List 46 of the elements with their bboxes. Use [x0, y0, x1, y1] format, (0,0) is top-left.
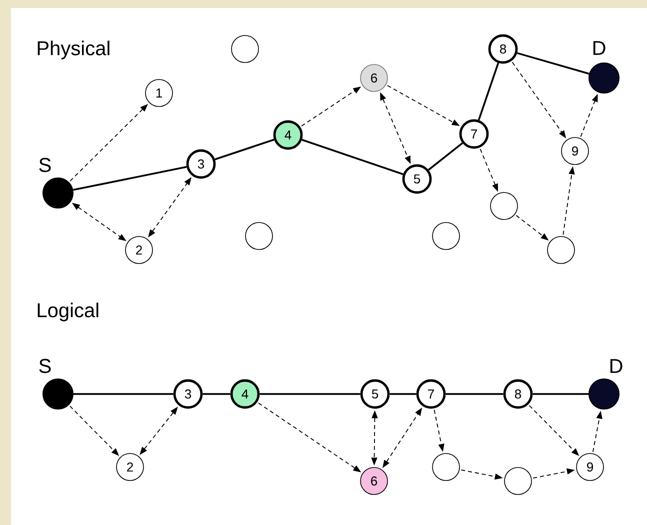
- link-line: [428, 142, 464, 171]
- link-line: [390, 393, 416, 395]
- node-label: S: [39, 358, 51, 374]
- network-node: 8: [488, 34, 518, 64]
- network-node: 6: [360, 467, 388, 495]
- network-node: [432, 222, 460, 250]
- link-line: [302, 138, 404, 176]
- network-node: 2: [116, 453, 144, 481]
- link-line: [260, 393, 360, 395]
- link-line: [478, 62, 500, 120]
- network-node: 9: [576, 453, 604, 481]
- link-line: [532, 393, 588, 395]
- network-node: 8: [503, 379, 533, 409]
- node-label: D: [593, 41, 606, 55]
- destination-node: [588, 62, 620, 94]
- network-node: 3: [173, 379, 203, 409]
- link-line: [73, 166, 187, 191]
- network-node: [245, 222, 273, 250]
- link-line: [74, 393, 174, 395]
- network-node: 5: [402, 164, 432, 194]
- network-node: 3: [186, 149, 216, 179]
- node-label: S: [39, 158, 51, 172]
- network-node: [432, 453, 460, 481]
- network-node: 4: [273, 120, 303, 150]
- network-node: 6: [360, 64, 388, 92]
- source-node: [42, 178, 74, 208]
- link-line: [214, 138, 274, 160]
- network-node: [231, 35, 259, 63]
- network-node: 4: [230, 379, 260, 409]
- node-label: D: [610, 359, 622, 373]
- network-node: 9: [561, 137, 589, 165]
- network-node: 5: [360, 379, 390, 409]
- section-label: Physical: [38, 40, 110, 60]
- network-node: 7: [416, 379, 446, 409]
- link-line: [516, 52, 590, 75]
- network-node: 2: [125, 236, 153, 264]
- link-line: [446, 393, 504, 395]
- network-node: [547, 236, 575, 264]
- destination-node: [588, 378, 620, 410]
- source-node: [42, 378, 74, 410]
- network-node: 7: [459, 119, 489, 149]
- network-node: [504, 467, 532, 495]
- link-line: [202, 393, 230, 395]
- network-node: [490, 192, 518, 220]
- network-node: 1: [145, 79, 173, 107]
- section-label: Logical: [38, 302, 98, 322]
